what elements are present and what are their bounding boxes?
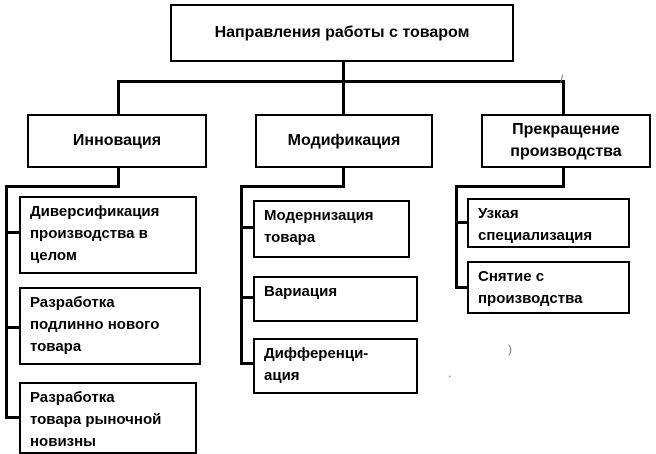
- node-variation: Вариация: [253, 276, 418, 322]
- connector-innovation-down: [117, 166, 120, 187]
- node-specialization-label: Узкая специализация: [478, 205, 593, 244]
- connector-modification-leaf-1: [240, 226, 254, 229]
- scan-speck: .: [448, 366, 452, 380]
- branch-termination-label: Прекращение производства: [510, 121, 622, 160]
- branch-modification-label: Модификация: [287, 132, 401, 149]
- node-new-product: Разработка подлинно нового товара: [19, 287, 201, 365]
- connector-root-down: [342, 60, 345, 82]
- root-box: Направления работы с товаром: [170, 4, 514, 62]
- node-variation-label: Вариация: [264, 283, 338, 300]
- connector-termination-leaf-1: [455, 221, 468, 224]
- branch-innovation: Инновация: [27, 114, 207, 168]
- node-discontinuation: Снятие с производства: [467, 261, 630, 314]
- node-modernization-label: Модернизация товара: [264, 207, 374, 246]
- connector-modification-leaf-3: [240, 362, 254, 365]
- node-market-novelty-label: Разработка товара рыночной новизны: [30, 389, 162, 450]
- connector-innovation-trunk: [5, 185, 8, 419]
- node-market-novelty: Разработка товара рыночной новизны: [19, 382, 197, 454]
- connector-to-modification: [342, 80, 345, 114]
- node-differentiation-label: Дифференци- ация: [264, 345, 369, 384]
- branch-innovation-label: Инновация: [72, 132, 162, 149]
- node-diversification: Диверсификация производства в целом: [19, 196, 197, 274]
- connector-innovation-leaf-1: [5, 231, 20, 234]
- connector-termination-bus: [455, 185, 565, 188]
- node-modernization: Модернизация товара: [253, 200, 410, 258]
- branch-modification: Модификация: [255, 114, 433, 168]
- node-specialization: Узкая специализация: [467, 198, 630, 248]
- connector-to-termination: [562, 80, 565, 114]
- connector-termination-trunk: [455, 185, 458, 289]
- node-new-product-label: Разработка подлинно нового товара: [30, 294, 160, 355]
- connector-modification-leaf-2: [240, 296, 254, 299]
- node-differentiation: Дифференци- ация: [253, 338, 418, 394]
- root-label: Направления работы с товаром: [214, 24, 470, 41]
- scan-speck: /: [560, 72, 564, 86]
- scan-speck: ): [508, 342, 512, 356]
- connector-innovation-bus: [5, 185, 120, 188]
- connector-modification-trunk: [240, 185, 243, 365]
- connector-modification-down: [342, 166, 345, 187]
- node-diversification-label: Диверсификация производства в целом: [30, 203, 160, 264]
- connector-modification-bus: [240, 185, 345, 188]
- connector-termination-leaf-2: [455, 286, 468, 289]
- connector-innovation-leaf-3: [5, 416, 20, 419]
- node-discontinuation-label: Снятие с производства: [478, 268, 583, 307]
- connector-termination-down: [562, 166, 565, 187]
- branch-termination: Прекращение производства: [481, 114, 651, 168]
- connector-root-bus: [117, 80, 565, 83]
- connector-innovation-leaf-2: [5, 326, 20, 329]
- connector-to-innovation: [117, 80, 120, 114]
